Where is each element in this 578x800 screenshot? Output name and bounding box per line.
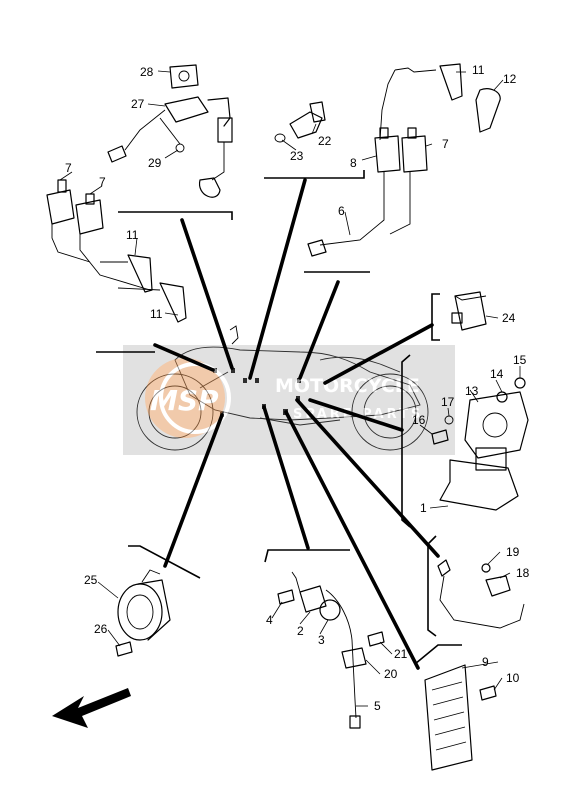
callout-14: 14 [490, 367, 504, 381]
callout-24: 24 [502, 311, 516, 325]
callout-27: 27 [131, 97, 145, 111]
pointer-lines [153, 178, 440, 670]
callout-11-left-a: 11 [126, 228, 139, 242]
watermark-logo: MSP [150, 384, 219, 417]
leader-lines [59, 70, 521, 707]
arrow-left-down-icon [52, 688, 131, 728]
callout-13: 13 [465, 384, 479, 398]
callout-12: 12 [503, 72, 517, 86]
callout-6: 6 [338, 204, 345, 218]
callout-9: 9 [482, 655, 489, 669]
callout-22: 22 [318, 134, 332, 148]
main-switch-assembly [107, 64, 233, 198]
sensor-assembly [274, 101, 326, 143]
pickup-sensor-assembly [277, 571, 385, 729]
callout-11-left-b: 11 [150, 307, 163, 321]
callout-28: 28 [140, 65, 154, 79]
horn-assembly [115, 569, 171, 657]
callout-1: 1 [420, 501, 427, 515]
callout-20: 20 [384, 667, 398, 681]
callout-11-right: 11 [472, 63, 485, 77]
ignition-coil-right-assembly [307, 63, 501, 257]
callout-7-right: 7 [442, 137, 449, 151]
callout-7-left-a: 7 [65, 161, 72, 175]
callout-16: 16 [412, 413, 426, 427]
callout-4: 4 [266, 613, 273, 627]
callout-26: 26 [94, 622, 108, 636]
watermark-line1: MOTORCYCLE [275, 375, 420, 397]
callout-8: 8 [350, 156, 357, 170]
callout-21: 21 [394, 647, 408, 661]
callout-5: 5 [374, 699, 381, 713]
callout-19: 19 [506, 545, 520, 559]
speed-sensor-assembly [437, 559, 525, 629]
ignition-coil-left-assembly [46, 179, 187, 323]
callout-10: 10 [506, 671, 520, 685]
callout-25: 25 [84, 573, 98, 587]
callout-2: 2 [297, 624, 304, 638]
callout-23: 23 [290, 149, 304, 163]
callout-29: 29 [148, 156, 162, 170]
callout-numbers: 28 27 29 7 7 11 11 22 23 11 12 7 8 6 24 … [65, 63, 530, 713]
callout-7-left-b: 7 [99, 175, 106, 189]
callout-3: 3 [318, 633, 325, 647]
group-frames [96, 170, 462, 665]
callout-15: 15 [513, 353, 527, 367]
relay-box [451, 291, 487, 331]
rectifier-regulator [424, 664, 497, 771]
callout-17: 17 [441, 395, 455, 409]
watermark: MSP MOTORCYCLE SPARE PARTS [123, 345, 455, 455]
callout-18: 18 [516, 566, 530, 580]
